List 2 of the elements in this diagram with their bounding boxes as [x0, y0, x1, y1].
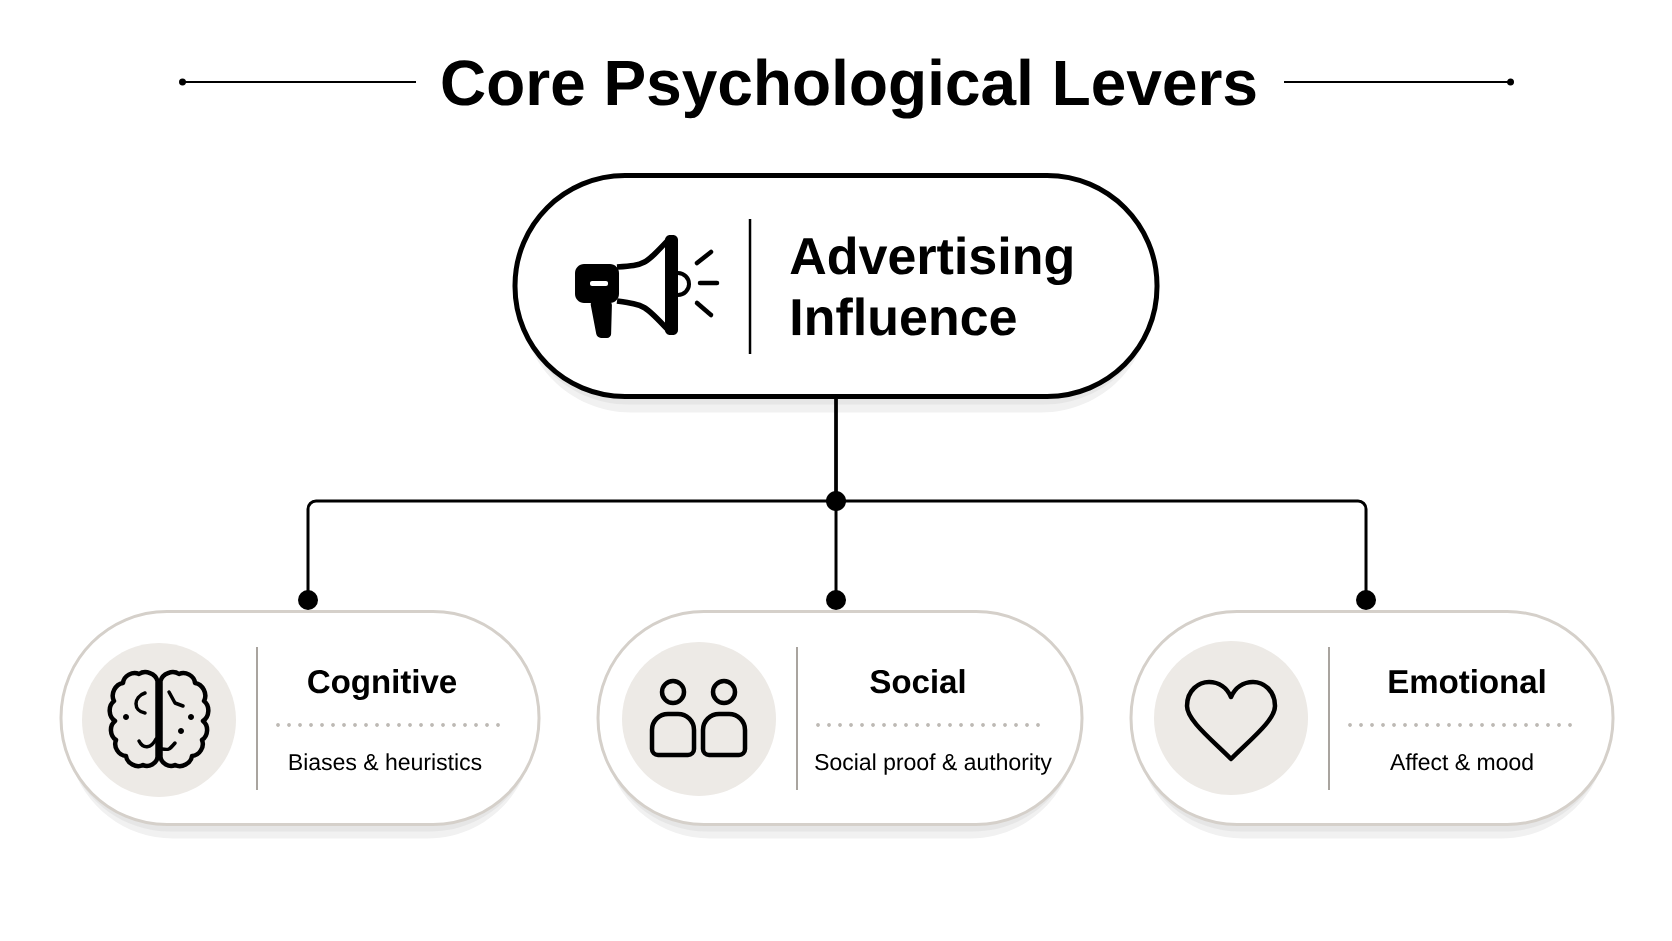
connector-line	[834, 399, 1376, 610]
title: Core Psychological Levers	[442, 58, 1256, 119]
